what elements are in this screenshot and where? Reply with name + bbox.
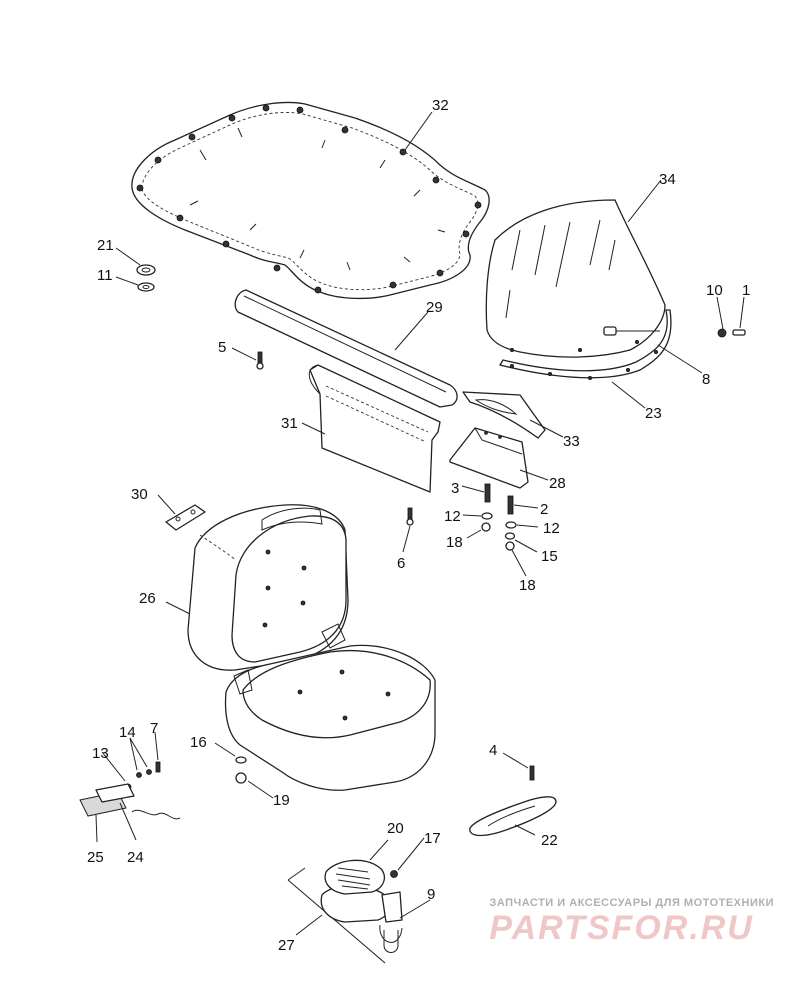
callout-17: 17 [424, 830, 441, 847]
part-20-pad [369, 839, 389, 861]
part-26-seat [187, 504, 436, 791]
callout-29: 29 [426, 299, 443, 316]
callout-16: 16 [190, 734, 207, 751]
callout-13: 13 [92, 745, 109, 762]
part-22-nameplate [469, 796, 557, 837]
part-5-screw [256, 351, 264, 370]
part-27-footrest [287, 859, 403, 964]
callout-30: 30 [131, 486, 148, 503]
callout-34: 34 [659, 171, 676, 188]
part-12-washer-left [481, 512, 493, 520]
part-18-nut-left [481, 522, 491, 532]
callout-28: 28 [549, 475, 566, 492]
callout-21: 21 [97, 237, 114, 254]
callout-6: 6 [397, 555, 405, 572]
part-32-cover [131, 101, 490, 300]
watermark-tagline: ЗАПЧАСТИ И АКСЕССУАРЫ ДЛЯ МОТОТЕХНИКИ [489, 897, 774, 909]
callout-23: 23 [645, 405, 662, 422]
part-11-washer [137, 282, 155, 292]
leader-lines [95, 111, 745, 936]
part-1-screw [732, 329, 746, 336]
watermark: ЗАПЧАСТИ И АКСЕССУАРЫ ДЛЯ МОТОТЕХНИКИ PA… [489, 897, 774, 945]
callout-10: 10 [706, 282, 723, 299]
callouts: 32 34 10 1 8 23 29 21 11 5 31 33 28 3 2 … [87, 97, 750, 954]
callout-26: 26 [139, 590, 156, 607]
part-10-nut [717, 328, 727, 338]
part-4-screw [529, 765, 535, 781]
part-9-u-bolt [383, 930, 399, 953]
callout-2: 2 [540, 501, 548, 518]
part-28-mount-block [449, 427, 529, 489]
callout-9: 9 [427, 886, 435, 903]
part-3-stud [484, 483, 491, 503]
callout-18-left: 18 [446, 534, 463, 551]
part-15-washer [504, 532, 516, 540]
callout-32: 32 [432, 97, 449, 114]
part-23-trim-strip [499, 309, 672, 380]
callout-22: 22 [541, 832, 558, 849]
callout-19: 19 [273, 792, 290, 809]
part-12-washer-right [505, 521, 517, 529]
part-16-washer [235, 756, 247, 764]
callout-1: 1 [742, 282, 750, 299]
callout-33: 33 [563, 433, 580, 450]
callout-14: 14 [119, 724, 136, 741]
callout-24: 24 [127, 849, 144, 866]
part-18-nut-right [505, 541, 515, 551]
part-19-nut [235, 772, 247, 784]
part-8-bolt [603, 326, 660, 336]
callout-25: 25 [87, 849, 104, 866]
part-6-screw [406, 507, 414, 526]
callout-3: 3 [451, 480, 459, 497]
part-21-grommet [136, 264, 156, 276]
part-14-washers [136, 769, 152, 778]
callout-4: 4 [489, 742, 497, 759]
watermark-brand: PARTSFOR.RU [489, 909, 754, 947]
callout-31: 31 [281, 415, 298, 432]
callout-12-left: 12 [444, 508, 461, 525]
part-31-back-cover [308, 364, 441, 493]
callout-15: 15 [541, 548, 558, 565]
callout-5: 5 [218, 339, 226, 356]
callout-8: 8 [702, 371, 710, 388]
callout-7: 7 [150, 720, 158, 737]
callout-20: 20 [387, 820, 404, 837]
callout-27: 27 [278, 937, 295, 954]
part-7-screw [155, 761, 161, 773]
part-30-bracket [165, 504, 206, 531]
part-33-bracket [462, 391, 546, 439]
part-2-stud [507, 495, 514, 515]
part-34-windshield [485, 199, 666, 358]
callout-18-right: 18 [519, 577, 536, 594]
part-17-nut [390, 870, 398, 878]
part-29-bar [234, 289, 458, 408]
callout-12-right: 12 [543, 520, 560, 537]
callout-11: 11 [97, 267, 113, 284]
part-24-emblem [95, 783, 181, 820]
